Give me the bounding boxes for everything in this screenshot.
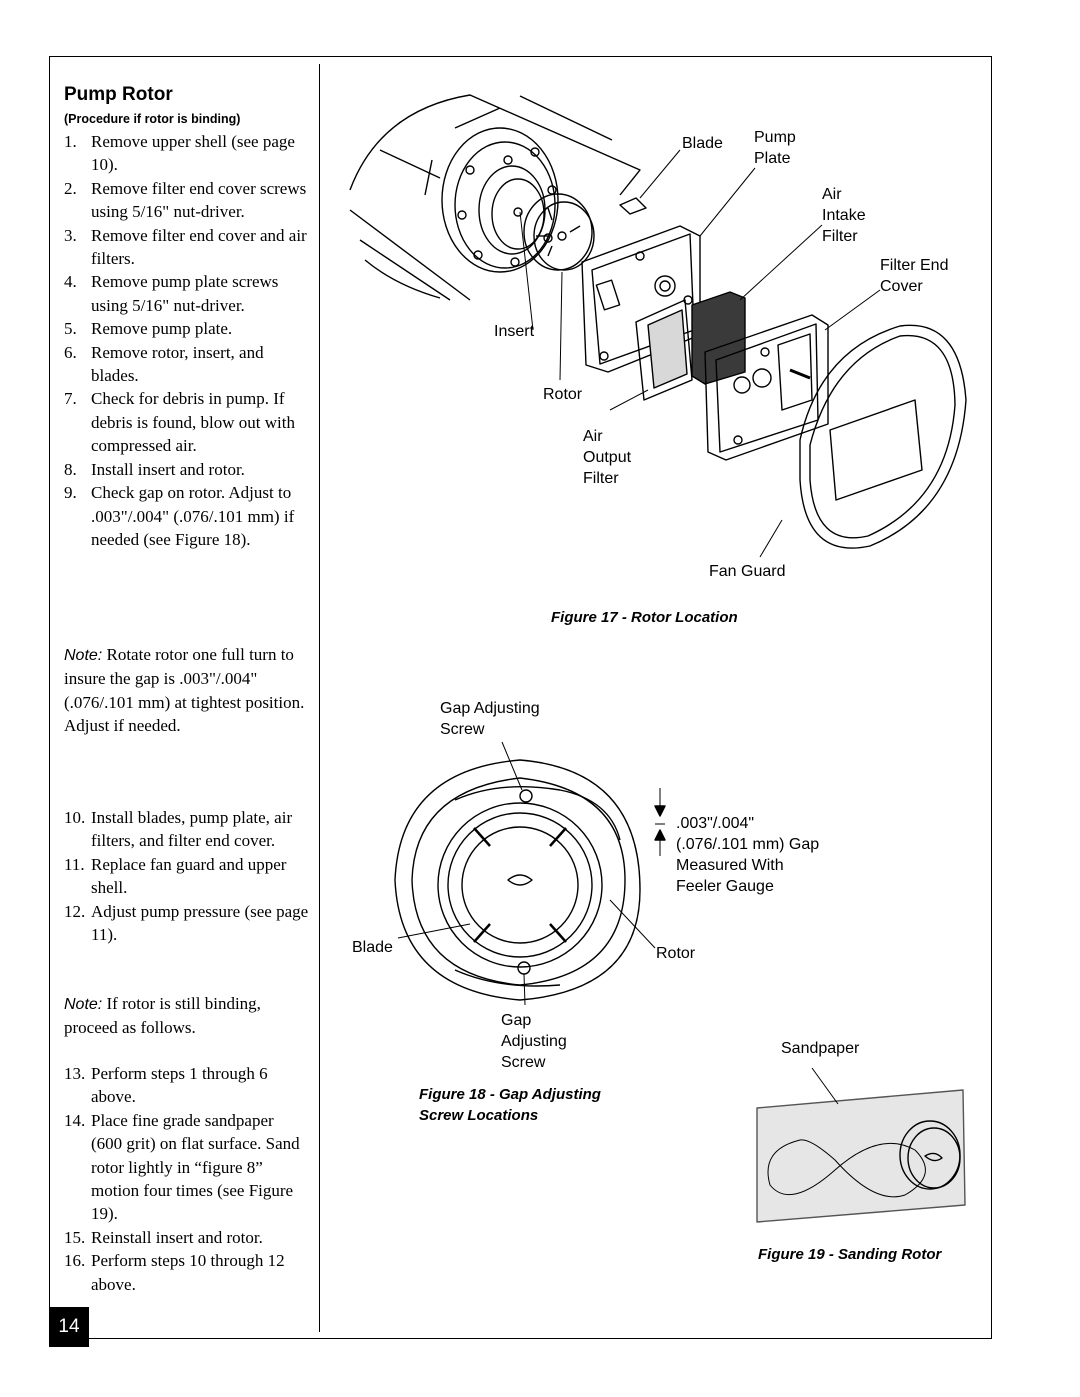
rotor-illustration — [523, 193, 595, 271]
step-text: Place fine grade sandpaper (600 grit) on… — [91, 1110, 300, 1224]
step-text: Perform steps 10 through 12 above. — [91, 1251, 285, 1294]
step-item: 16.Perform steps 10 through 12 above. — [64, 1249, 309, 1296]
gap-arrow-down — [654, 805, 666, 817]
note-text: Rotate rotor one full turn to insure the… — [64, 645, 305, 736]
step-text: Adjust pump pressure (see page 11). — [91, 901, 309, 945]
note-text: If rotor is still binding, proceed as fo… — [64, 994, 261, 1038]
step-item: 6. Remove rotor, insert, and blades. — [64, 341, 309, 388]
step-text: Replace fan guard and upper shell. — [91, 854, 287, 898]
step-number: 10. — [64, 808, 86, 827]
figure18-leaders — [397, 741, 665, 1006]
label-pump-plate: Pump Plate — [754, 129, 796, 167]
step-item: 7. Check for debris in pump. If debris is… — [64, 387, 309, 457]
gap-arrow-up — [654, 829, 666, 841]
step-item: 10. Install blades, pump plate, air filte… — [64, 806, 309, 853]
step-number: 15. — [64, 1227, 86, 1247]
note-rotate-rotor: Note: Rotate rotor one full turn to insu… — [64, 643, 309, 738]
figure18-caption: Figure 18 - Gap Adjusting Screw Location… — [419, 1086, 601, 1124]
step-item: 11. Replace fan guard and upper shell. — [64, 853, 309, 900]
label-fan-guard: Fan Guard — [709, 563, 786, 580]
step-item: 13. Perform steps 1 through 6 above. — [64, 1062, 309, 1109]
steps-list-a: 1. Remove upper shell (see page 10). 2. Re… — [64, 130, 309, 551]
label-sandpaper: Sandpaper — [781, 1040, 860, 1057]
step-text: Install insert and rotor. — [91, 459, 245, 479]
page-frame — [49, 56, 992, 1339]
step-number: 9. — [64, 483, 77, 503]
step-text: Remove pump plate. — [91, 319, 233, 339]
step-item: 2. Remove filter end cover screws using 5… — [64, 177, 309, 224]
step-number: 14. — [64, 1110, 86, 1130]
step-number: 13. — [64, 1064, 86, 1083]
step-text: Perform steps 1 through 6 above. — [91, 1064, 268, 1107]
column-divider — [319, 64, 320, 1332]
step-number: 8. — [64, 459, 77, 479]
steps-list-b: 10. Install blades, pump plate, air filte… — [64, 806, 309, 946]
note-label: Note: — [64, 996, 103, 1013]
step-number: 11. — [64, 854, 85, 874]
step-text: Install blades, pump plate, air filters,… — [91, 808, 293, 851]
label-air-intake-filter: Air Intake Filter — [822, 186, 866, 245]
section-title: Pump Rotor — [64, 84, 173, 105]
step-item: 1. Remove upper shell (see page 10). — [64, 130, 309, 177]
fan-guard-illustration — [799, 289, 967, 549]
step-text: Check for debris in pump. If debris is f… — [91, 389, 295, 456]
gap-adjusting-illustration — [394, 759, 641, 1001]
label-gap-adjusting-screw-top: Gap Adjusting Screw — [440, 700, 540, 738]
step-number: 12. — [64, 901, 86, 921]
step-item: 4. Remove pump plate screws using 5/16" n… — [64, 270, 309, 317]
figure17-caption: Figure 17 - Rotor Location — [551, 609, 738, 626]
blade-illustration — [619, 197, 647, 215]
step-text: Remove filter end cover screws using 5/1… — [91, 178, 307, 222]
step-item: 15.Reinstall insert and rotor. — [64, 1226, 309, 1249]
page-number: 14 — [49, 1307, 89, 1347]
note-if-binding: Note: If rotor is still binding, proceed… — [64, 992, 309, 1040]
step-text: Reinstall insert and rotor. — [91, 1227, 263, 1247]
label-filter-end-cover: Filter End Cover — [880, 257, 949, 295]
note-label: Note: — [64, 647, 103, 664]
step-text: Remove rotor, insert, and blades. — [91, 342, 264, 386]
label-blade: Blade — [682, 135, 723, 152]
step-number: 4. — [64, 272, 77, 292]
step-text: Check gap on rotor. Adjust to .003"/.004… — [91, 483, 295, 549]
label-air-output-filter: Air Output Filter — [583, 428, 632, 487]
step-item: 12.Adjust pump pressure (see page 11). — [64, 900, 309, 947]
step-number: 6. — [64, 342, 77, 362]
label-rotor: Rotor — [543, 386, 583, 403]
section-subtitle: (Procedure if rotor is binding) — [64, 112, 241, 126]
step-text: Remove pump plate screws using 5/16" nut… — [91, 272, 279, 315]
heater-housing-illustration — [349, 94, 641, 301]
label-gap-adjusting-screw-bottom: Gap Adjusting Screw — [501, 1012, 567, 1071]
sandpaper-illustration — [756, 1067, 966, 1223]
step-item: 8. Install insert and rotor. — [64, 458, 309, 481]
step-item: 5. Remove pump plate. — [64, 317, 309, 340]
step-text: Remove upper shell (see page 10). — [91, 132, 295, 175]
step-item: 3. Remove filter end cover and air filter… — [64, 224, 309, 271]
steps-list-c: 13.Perform steps 1 through 6 above. 14.P… — [64, 1062, 309, 1296]
air-output-filter-illustration — [635, 299, 693, 401]
step-number: 1. — [64, 132, 77, 151]
step-item: 9. Check gap on rotor. Adjust to .003"/.0… — [64, 481, 309, 551]
figure19-caption: Figure 19 - Sanding Rotor — [758, 1246, 942, 1263]
air-intake-filter-illustration — [691, 291, 746, 385]
step-number: 16. — [64, 1251, 86, 1271]
step-text: Remove filter end cover and air filters. — [91, 225, 307, 269]
label-insert: Insert — [494, 323, 535, 340]
step-number: 7. — [64, 389, 77, 409]
step-item: 14.Place fine grade sandpaper (600 grit)… — [64, 1109, 309, 1226]
step-number: 2. — [64, 178, 77, 198]
step-number: 3. — [64, 225, 77, 245]
label-rotor-fig18: Rotor — [656, 945, 696, 962]
step-number: 5. — [64, 319, 77, 339]
figure17-leaders — [519, 149, 881, 558]
label-blade-fig18: Blade — [352, 939, 393, 956]
label-gap-spec: .003"/.004" (.076/.101 mm) Gap Measured … — [676, 815, 820, 895]
